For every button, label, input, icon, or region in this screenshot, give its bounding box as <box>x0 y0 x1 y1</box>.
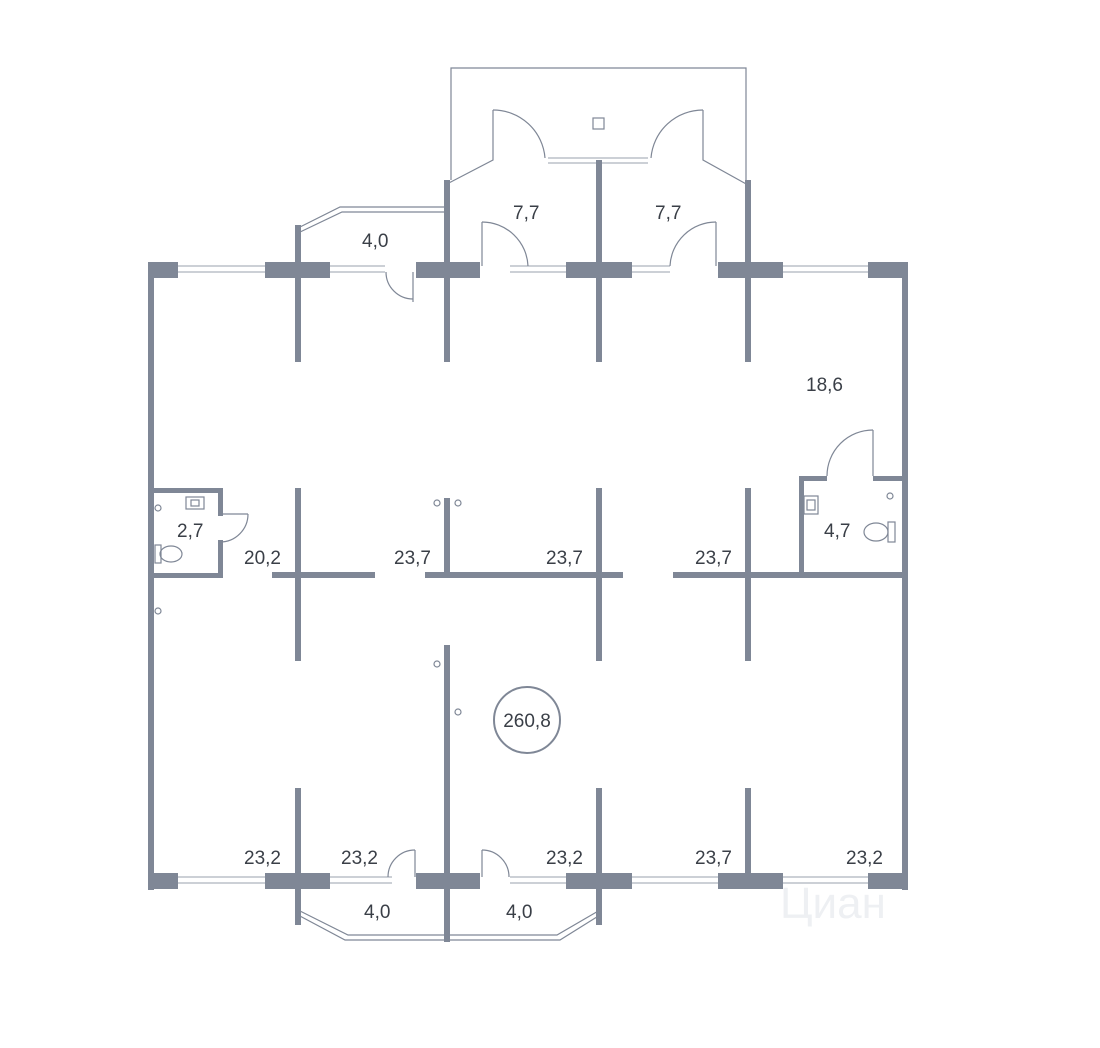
room-label-office-mid-2: 23,7 <box>546 548 583 569</box>
room-label-office-bottom-4: 23,7 <box>695 848 732 869</box>
room-label-office-left: 20,2 <box>244 548 281 569</box>
pipe-markers <box>433 499 462 716</box>
room-label-vestibule-left: 7,7 <box>513 203 539 224</box>
wc-left-fixtures <box>154 496 205 615</box>
total-area-ring <box>493 686 561 754</box>
room-label-balcony-top-left: 4,0 <box>362 231 388 252</box>
room-label-wc-right: 4,7 <box>824 521 850 542</box>
room-labels: 4,0 7,7 7,7 18,6 2,7 20,2 23,7 23,7 23,7… <box>177 203 883 923</box>
total-area-label: 260,8 <box>503 711 551 732</box>
room-label-office-mid-1: 23,7 <box>394 548 431 569</box>
room-label-office-bottom-1: 23,2 <box>244 848 281 869</box>
room-label-balcony-bottom-right: 4,0 <box>506 902 532 923</box>
balcony-top-left <box>297 206 445 234</box>
balcony-bottom <box>297 909 601 941</box>
entrance-porch <box>444 67 749 186</box>
doors <box>219 109 874 878</box>
room-label-office-top-right: 18,6 <box>806 375 843 396</box>
room-label-wc-left: 2,7 <box>177 521 203 542</box>
room-label-office-mid-3: 23,7 <box>695 548 732 569</box>
walls <box>148 160 908 942</box>
room-label-balcony-bottom-left: 4,0 <box>364 902 390 923</box>
wc-right-fixtures <box>803 492 896 543</box>
room-label-office-bottom-3: 23,2 <box>546 848 583 869</box>
room-label-office-bottom-5: 23,2 <box>846 848 883 869</box>
room-label-vestibule-right: 7,7 <box>655 203 681 224</box>
total-area-badge: 260,8 <box>493 686 561 754</box>
room-label-office-bottom-2: 23,2 <box>341 848 378 869</box>
